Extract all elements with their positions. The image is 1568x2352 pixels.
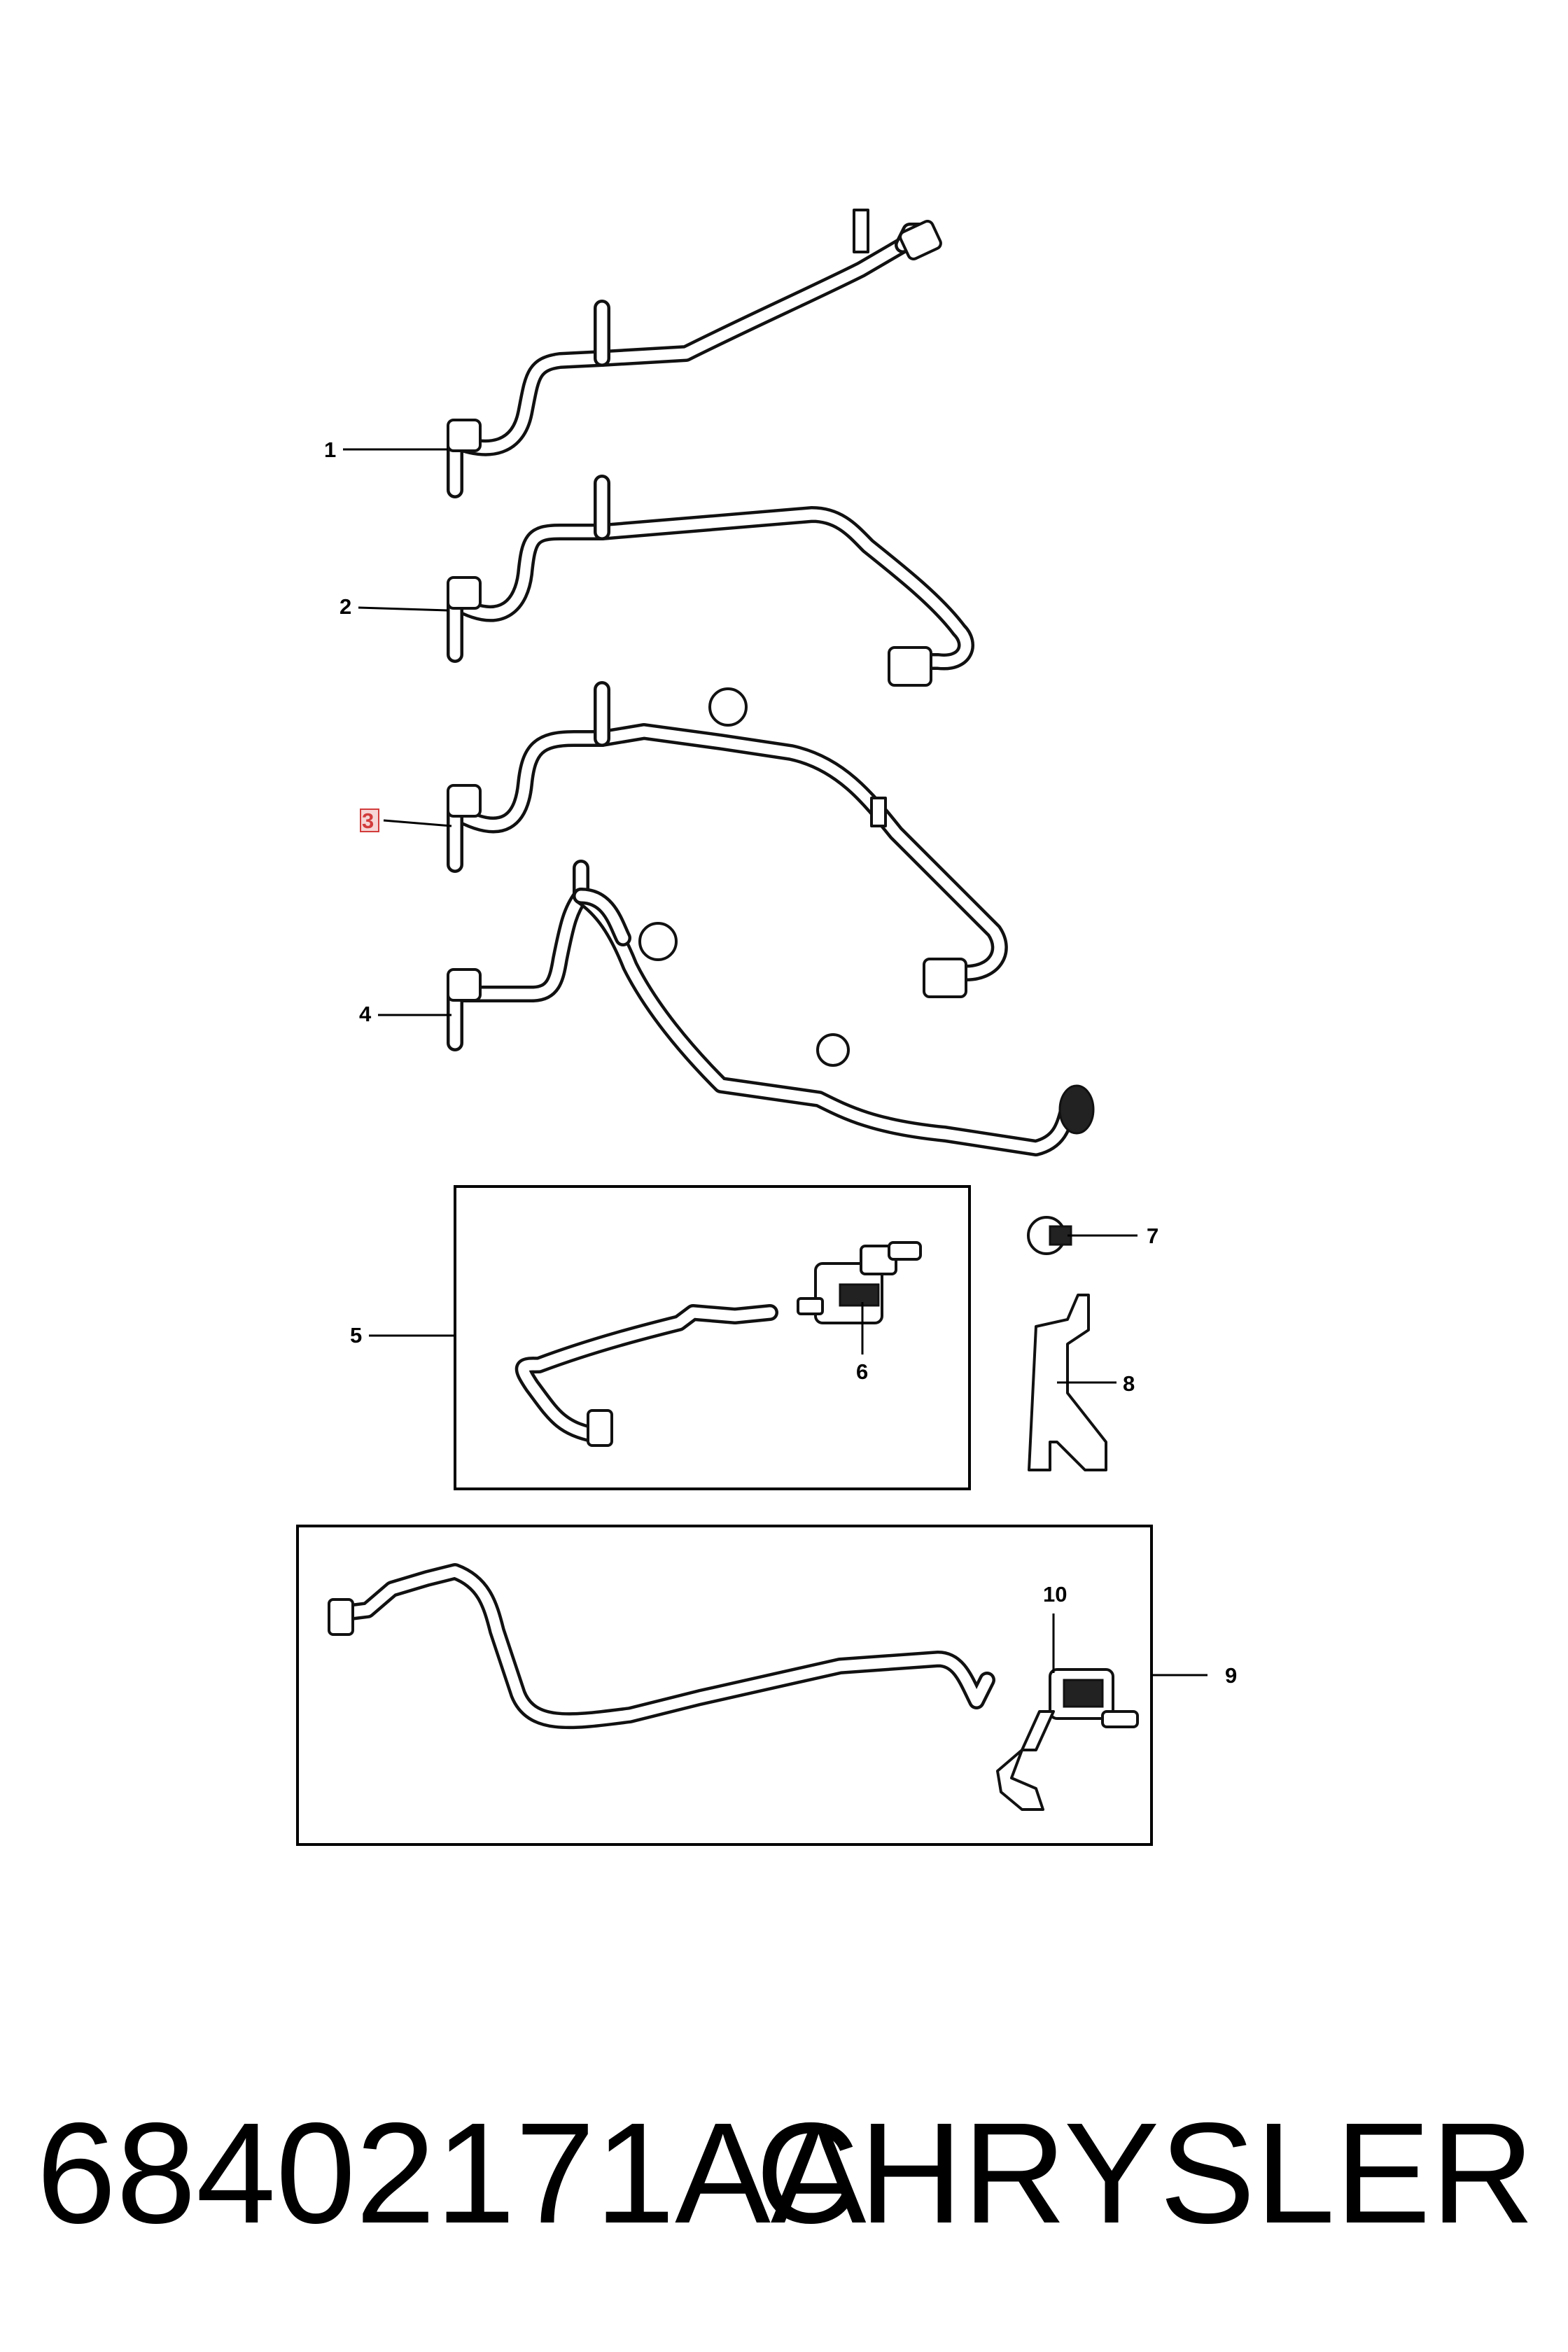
callout-10: 10 xyxy=(1043,1582,1067,1606)
frame-group-9 xyxy=(296,1525,1153,1846)
callout-3-highlight xyxy=(360,808,379,832)
hose-2 xyxy=(447,475,974,687)
hose-assembly-9 xyxy=(328,1563,995,1730)
callout-5: 5 xyxy=(350,1323,362,1348)
callout-4: 4 xyxy=(359,1002,372,1026)
hose-5 xyxy=(514,1304,778,1447)
callout-1: 1 xyxy=(324,438,336,462)
callout-9: 9 xyxy=(1225,1663,1237,1688)
solenoid-10 xyxy=(996,1668,1139,1811)
part-number: 68402171AA xyxy=(36,2093,867,2253)
callout-2: 2 xyxy=(340,594,351,619)
frame-group-5 xyxy=(454,1185,971,1490)
leader-2 xyxy=(358,606,449,612)
purge-valve-6 xyxy=(797,1241,922,1324)
callout-6: 6 xyxy=(856,1359,868,1384)
brand-name: CHRYSLER xyxy=(755,2093,1534,2253)
clip-7 xyxy=(1027,1216,1072,1255)
callout-7: 7 xyxy=(1147,1224,1158,1248)
hose-3 xyxy=(447,681,1008,998)
leader-3 xyxy=(383,819,452,827)
callout-3: 3 xyxy=(362,808,374,833)
hose-4 xyxy=(447,860,1095,1156)
hose-1 xyxy=(447,209,942,498)
callout-8: 8 xyxy=(1123,1371,1135,1396)
footer: 68402171AA CHRYSLER xyxy=(0,2093,1568,2254)
